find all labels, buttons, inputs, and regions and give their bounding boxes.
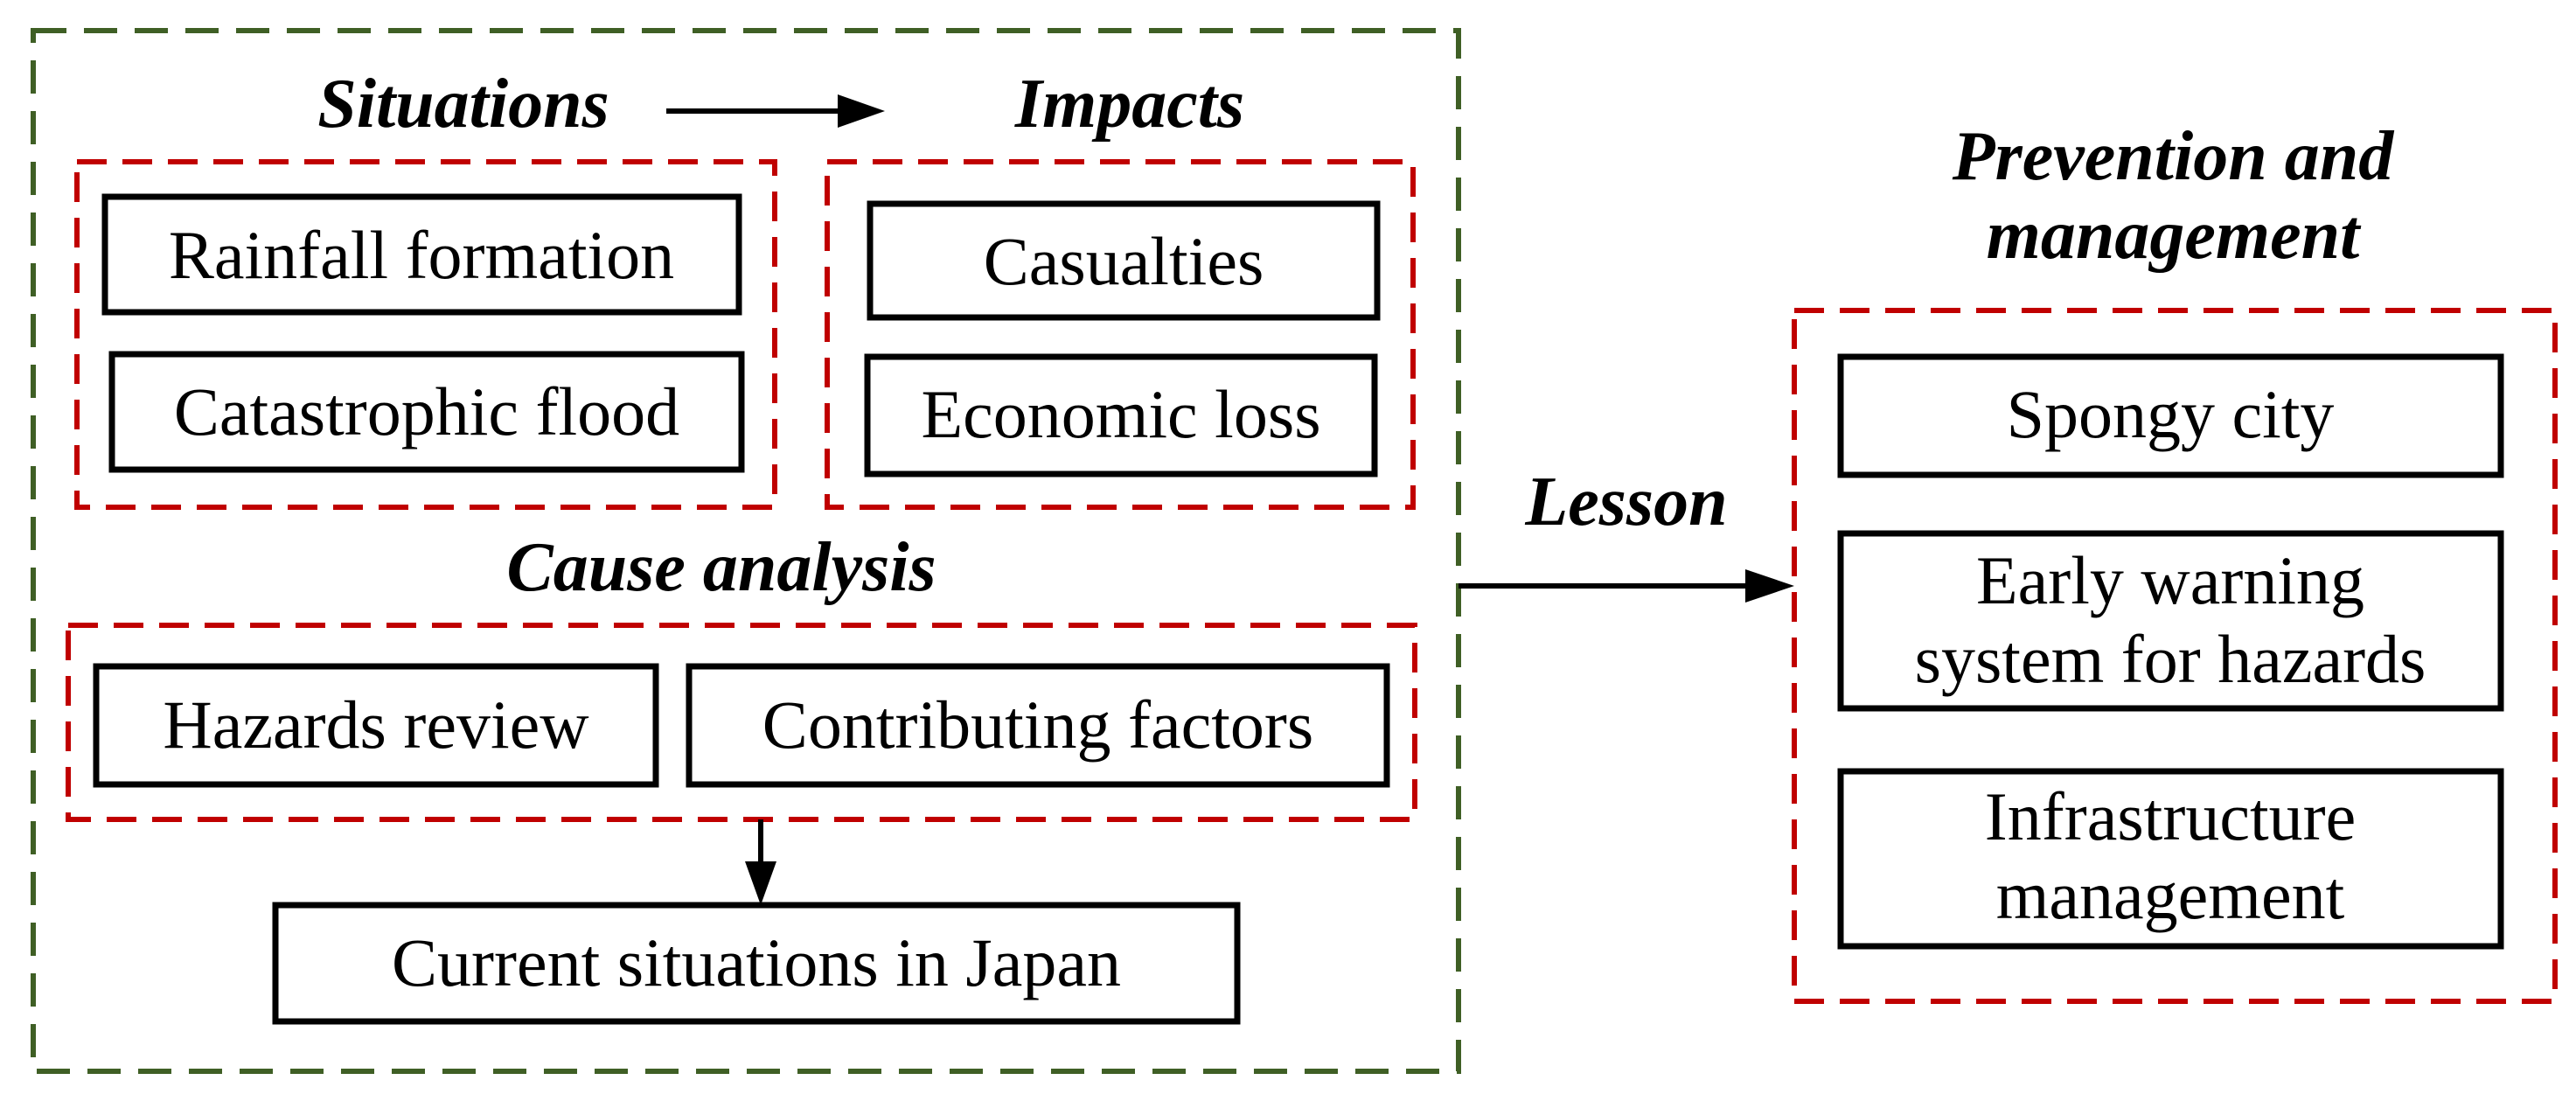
situations-to-impacts-arrow-head — [838, 94, 885, 128]
cause-analysis-group-frame — [66, 623, 1417, 822]
spongy-city-label: Spongy city — [2007, 376, 2335, 452]
cause-analysis-heading: Cause analysis — [506, 529, 936, 606]
lesson-arrow-head — [1745, 569, 1794, 603]
economic-loss-box — [864, 353, 1378, 477]
impacts-heading: Impacts — [1014, 66, 1244, 143]
impacts-group-frame — [825, 159, 1416, 510]
early-warning-label-line-2: system for hazards — [1915, 621, 2426, 697]
hazards-review-box — [93, 663, 659, 788]
catastrophic-flood-label: Catastrophic flood — [174, 373, 679, 449]
infrastructure-label-line-2: management — [1996, 857, 2345, 933]
contributing-factors-box — [686, 663, 1390, 788]
early-warning-label-line-1: Early warning — [1976, 542, 2364, 618]
infrastructure-label-line-1: Infrastructure — [1985, 778, 2356, 854]
catastrophic-flood-box — [108, 351, 745, 473]
situations-group-frame — [74, 159, 777, 510]
casualties-box — [867, 200, 1381, 321]
contributing-factors-label: Contributing factors — [762, 686, 1313, 763]
rainfall-formation-box — [101, 193, 742, 316]
casualties-label: Casualties — [984, 223, 1264, 299]
early-warning-box — [1837, 530, 2504, 712]
current-situations-box — [272, 902, 1241, 1025]
situations-heading: Situations — [317, 66, 609, 143]
lesson-heading: Lesson — [1524, 463, 1727, 540]
outer-frame — [31, 28, 1461, 1074]
rainfall-formation-label: Rainfall formation — [169, 217, 674, 293]
infrastructure-management-box — [1837, 768, 2504, 950]
spongy-city-box — [1837, 353, 2504, 478]
hazards-review-label: Hazards review — [163, 686, 588, 763]
prevention-heading-line-2: management — [1987, 197, 2362, 274]
cause-to-current-arrow-head — [745, 861, 776, 905]
prevention-heading-line-1: Prevention and — [1952, 118, 2394, 195]
prevention-group-frame — [1792, 308, 2558, 1004]
current-situations-label: Current situations in Japan — [392, 924, 1121, 1000]
economic-loss-label: Economic loss — [921, 376, 1320, 452]
